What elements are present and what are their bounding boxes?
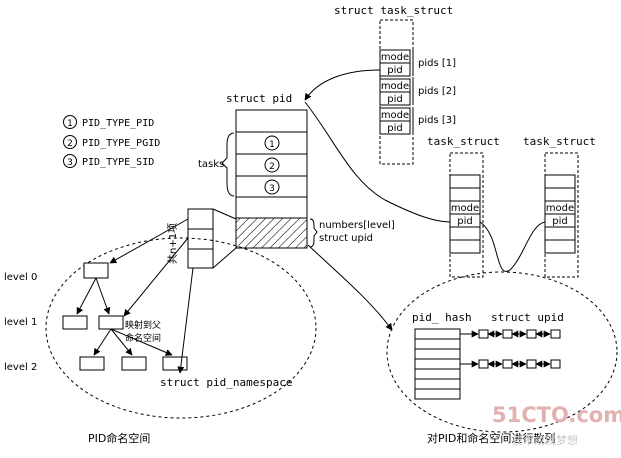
mapped-to-parent-label-2: 命名空间	[125, 332, 161, 344]
pid-hash-label: pid_ hash	[412, 311, 472, 324]
pid-label: pid	[387, 123, 402, 134]
svg-text:1: 1	[269, 140, 275, 150]
ns-level0-node	[83, 262, 109, 279]
hash-chain-2	[460, 359, 561, 369]
struct-pid-title: struct pid	[226, 92, 292, 105]
caption-pid-hash: 对PID和命名空间进行散列	[427, 431, 555, 445]
mode-label: mode	[381, 81, 409, 92]
tasks-slot-1: 1	[264, 135, 280, 151]
pids-2-label: pids [2]	[418, 86, 456, 97]
hash-chain-1	[460, 329, 561, 339]
tasks-label: tasks	[198, 159, 224, 170]
legend-label: PID_TYPE_PID	[82, 118, 154, 129]
numbers-to-pid-namespace-arrow	[177, 267, 194, 374]
legend-label: PID_TYPE_SID	[82, 157, 154, 168]
numbers-brace	[309, 218, 318, 248]
mode-label: mode	[546, 203, 574, 214]
n-plus-1-items-label: 共n+1项	[167, 223, 179, 264]
pids-entry-1: mode pid	[379, 49, 411, 77]
svg-text:3: 3	[67, 158, 73, 168]
level-2-label: level 2	[4, 362, 37, 373]
watermark-logo: 51CTO.com	[492, 403, 621, 427]
numbers-link-bottom	[212, 247, 237, 269]
legend-label: PID_TYPE_PGID	[82, 138, 160, 149]
legend-item-pid-type-pgid: 2 PID_TYPE_PGID	[63, 135, 160, 149]
task-struct-right-title: task_struct	[523, 135, 596, 148]
tasks-brace	[221, 132, 235, 197]
pids-entry-3: mode pid	[379, 107, 411, 135]
pids-entry-2: mode pid	[379, 78, 411, 106]
pid-namespace-ellipse	[45, 237, 317, 419]
svg-text:2: 2	[67, 139, 73, 149]
pid-label: pid	[387, 65, 402, 76]
pids-3-label: pids [3]	[418, 115, 456, 126]
caption-pid-namespace: PID命名空间	[88, 431, 150, 445]
task-mid-to-task-right-link	[479, 221, 546, 272]
struct-task-struct-title: struct task_struct	[334, 4, 453, 17]
task-struct-mid-title: task_struct	[427, 135, 500, 148]
struct-pid-to-task-mid-link	[304, 101, 451, 223]
legend: 1 PID_TYPE_PID 2 PID_TYPE_PGID 3 PID_TYP…	[63, 115, 160, 168]
ns-level2-node-b	[121, 356, 147, 371]
level-1-label: level 1	[4, 317, 37, 328]
ns-level2-node-c	[162, 356, 188, 371]
ns-level1-node-a	[62, 315, 88, 330]
struct-upid-hash-label: struct upid	[491, 311, 564, 324]
task-struct-mid: mode pid	[449, 152, 484, 278]
ns-level1-node-b	[98, 315, 124, 330]
numbers-level-label: numbers[level]	[319, 220, 395, 231]
task-struct-right: mode pid	[544, 152, 579, 278]
mode-label: mode	[451, 203, 479, 214]
svg-text:3: 3	[269, 184, 275, 194]
numbers-to-level1-arrow	[123, 237, 189, 317]
pids-to-struct-pid-arrow	[304, 69, 381, 101]
ns-edge	[110, 328, 173, 356]
ns-edge	[93, 328, 112, 356]
watermark-slogan: 技术成就梦想	[512, 433, 578, 447]
svg-text:2: 2	[269, 162, 275, 172]
level-0-label: level 0	[4, 272, 37, 283]
struct-pid-box	[235, 109, 308, 249]
struct-upid-label: struct upid	[319, 233, 373, 244]
mode-label: mode	[381, 110, 409, 121]
numbers-upid-hatched	[235, 217, 308, 249]
pid-hash-ellipse	[386, 271, 618, 433]
mapped-to-parent-label-1: 映射到父	[125, 319, 161, 331]
numbers-link-top	[212, 208, 237, 220]
upid-to-hash-arrow	[307, 244, 393, 331]
legend-item-pid-type-pid: 1 PID_TYPE_PID	[63, 115, 154, 129]
pid-label: pid	[387, 94, 402, 105]
pids-1-label: pids [1]	[418, 58, 456, 69]
numbers-to-level0-arrow	[109, 218, 189, 264]
ns-edge	[110, 328, 133, 356]
legend-item-pid-type-sid: 3 PID_TYPE_SID	[63, 154, 154, 168]
svg-text:1: 1	[67, 119, 73, 129]
pid-label: pid	[552, 216, 567, 227]
pid-label: pid	[457, 216, 472, 227]
struct-pid-namespace-label: struct pid_namespace	[160, 376, 292, 389]
pid-hash-table	[414, 328, 461, 400]
tasks-slot-3: 3	[264, 179, 280, 195]
ns-level2-node-a	[79, 356, 105, 371]
ns-edge	[95, 277, 111, 315]
mode-label: mode	[381, 52, 409, 63]
tasks-slot-2: 2	[264, 157, 280, 173]
ns-edge	[76, 277, 97, 315]
